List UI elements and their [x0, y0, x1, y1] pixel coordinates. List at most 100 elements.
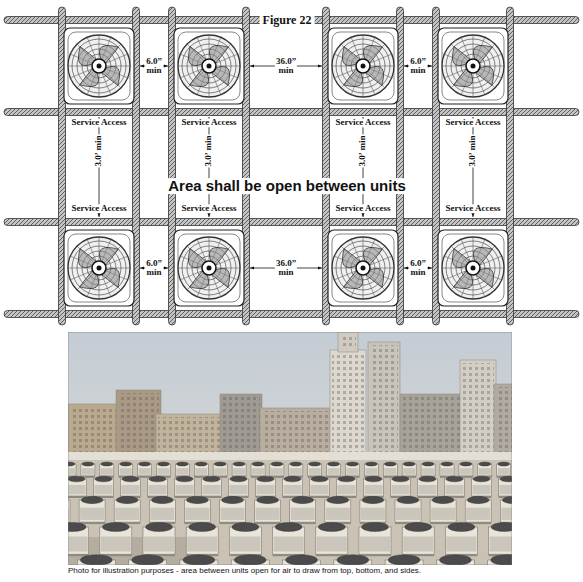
- service-access-label: Service Access: [70, 204, 127, 213]
- photo-sky: [68, 332, 512, 565]
- photo-ac-unit: [402, 523, 434, 557]
- photo-ac-unit: [255, 496, 281, 524]
- photo-ac-unit: [359, 523, 391, 557]
- dimension-label: 3.0’ min: [468, 135, 477, 168]
- unit-casing: [174, 230, 244, 306]
- photo-caption: Photo for illustration purposes - area b…: [68, 567, 421, 575]
- service-access-label: Service Access: [444, 204, 501, 213]
- photo-ac-unit: [157, 462, 171, 478]
- photo-ac-unit: [138, 462, 152, 478]
- photo-ac-unit: [418, 476, 438, 498]
- photo-ac-unit: [499, 476, 513, 498]
- dimension-label: 6.0” min: [145, 57, 163, 76]
- fan-grille: [178, 35, 240, 97]
- photo-ac-unit: [184, 496, 210, 524]
- fan-hub-center: [361, 64, 366, 69]
- photo-ac-unit: [488, 555, 512, 565]
- photo-ac-unit: [445, 523, 477, 557]
- fan-hub-center: [471, 64, 476, 69]
- photo-ac-unit: [430, 496, 456, 524]
- unit-casing: [64, 28, 134, 104]
- fan-hub: [92, 261, 106, 275]
- photo-ac-unit: [100, 462, 114, 478]
- service-access-label: Service Access: [180, 118, 237, 127]
- photo-ac-unit: [114, 496, 140, 524]
- service-access-label: Service Access: [180, 204, 237, 213]
- photo-ac-unit: [213, 462, 227, 478]
- photo-ac-unit: [270, 462, 284, 478]
- photo-ac-unit: [472, 476, 492, 498]
- photo-ac-unit: [383, 462, 397, 478]
- unit-top: [332, 234, 394, 302]
- fan-hub: [356, 261, 370, 275]
- condenser-unit: [174, 28, 244, 104]
- unit-casing: [438, 230, 508, 306]
- service-access-label: Service Access: [70, 118, 127, 127]
- dimension-label: 3.0’ min: [94, 135, 103, 168]
- unit-casing: [174, 28, 244, 104]
- fan-grille: [68, 237, 130, 299]
- photo-roof: [68, 456, 512, 565]
- photo-ac-unit: [273, 523, 305, 557]
- condenser-unit: [64, 28, 134, 104]
- photo-parapet: [68, 452, 512, 460]
- unit-casing: [328, 28, 398, 104]
- photo-ac-unit: [459, 462, 473, 478]
- photo-ac-unit: [68, 462, 76, 478]
- fan-grille: [68, 35, 130, 97]
- photo-ac-unit: [440, 462, 454, 478]
- support-rail: [4, 109, 579, 116]
- fan-hub-center: [207, 64, 212, 69]
- building-windows: [340, 335, 356, 349]
- fan-hub: [466, 261, 480, 275]
- photo-ac-unit: [402, 462, 416, 478]
- fan-grille: [442, 237, 504, 299]
- photo-ac-unit: [489, 523, 512, 557]
- photo-ac-unit: [175, 476, 195, 498]
- note-text: Area shall be open between units: [166, 178, 408, 194]
- photo-ac-unit: [148, 476, 168, 498]
- photo-ac-unit: [445, 476, 465, 498]
- photo-ac-unit: [256, 476, 276, 498]
- fan-hub-center: [97, 266, 102, 271]
- unit-casing: [438, 28, 508, 104]
- photo-ac-unit: [316, 523, 348, 557]
- photo-ac-unit: [395, 496, 421, 524]
- unit-casing: [328, 230, 398, 306]
- photo-ac-unit: [229, 523, 261, 557]
- dimension-label: 6.0” min: [409, 57, 427, 76]
- photo-ac-unit: [346, 462, 360, 478]
- support-rail: [4, 219, 579, 226]
- photo-ac-unit: [364, 476, 384, 498]
- dimension-label: 3.0’ min: [358, 135, 367, 168]
- photo-ac-unit: [436, 555, 474, 565]
- unit-top: [68, 32, 130, 100]
- dimension-label: 36.0” min: [275, 259, 297, 278]
- photo-ac-unit: [308, 462, 322, 478]
- condenser-unit: [328, 28, 398, 104]
- photo-ac-unit: [180, 555, 218, 565]
- rooftop-photo: [68, 332, 512, 565]
- photo-ac-unit: [229, 476, 249, 498]
- dimension-label: 36.0” min: [275, 57, 297, 76]
- photo-ac-unit: [79, 496, 105, 524]
- photo-ac-unit: [231, 555, 269, 565]
- photo-ac-unit: [251, 462, 265, 478]
- fan-grille: [332, 35, 394, 97]
- support-rail: [4, 311, 579, 318]
- photo-ac-unit: [81, 462, 95, 478]
- figure-title: Figure 22: [260, 14, 315, 27]
- photo-ac-unit: [465, 496, 491, 524]
- service-access-label: Service Access: [444, 118, 501, 127]
- fan-hub: [356, 59, 370, 73]
- photo-ac-unit: [143, 523, 175, 557]
- fan-hub: [202, 261, 216, 275]
- photo-ac-unit: [94, 476, 114, 498]
- photo-ac-unit: [100, 523, 132, 557]
- fan-hub-center: [471, 266, 476, 271]
- dimension-label: 6.0” min: [145, 259, 163, 278]
- fan-grille: [178, 237, 240, 299]
- photo-ac-unit: [121, 476, 141, 498]
- fan-hub: [466, 59, 480, 73]
